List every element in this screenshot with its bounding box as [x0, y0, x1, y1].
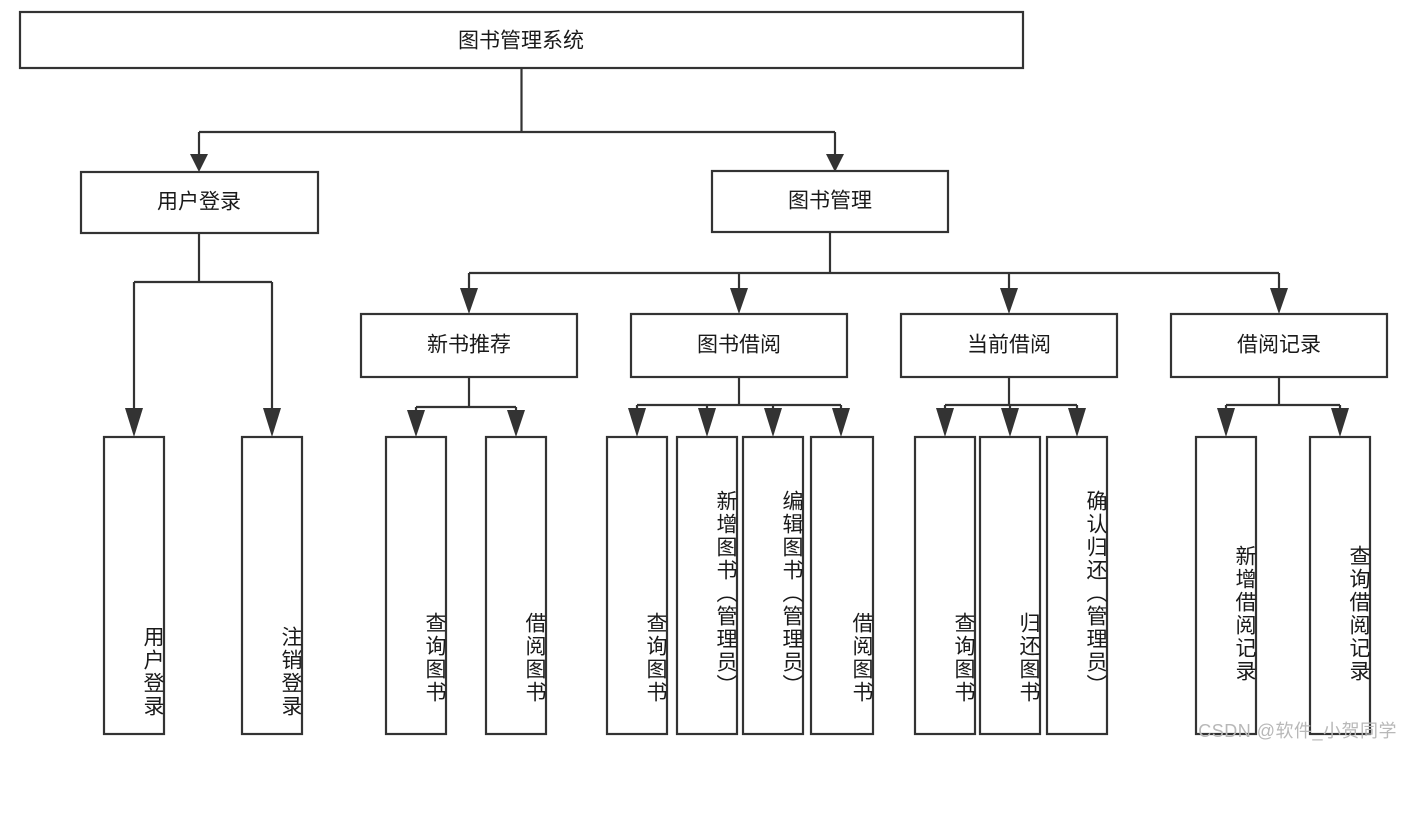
node-root-box[interactable] [18, 10, 1025, 70]
arrowhead-user-login-leaf [125, 408, 143, 437]
edges-group [125, 68, 1349, 437]
node-book-borrow[interactable]: 图书借阅 [629, 312, 849, 379]
leaf-box-borrow-borrow-book[interactable] [809, 435, 875, 736]
arrowhead-current-leaf-3 [1068, 408, 1086, 437]
leaf-box-current-return-book[interactable] [978, 435, 1042, 736]
csdn-watermark: CSDN @软件_小贺同学 [1198, 721, 1397, 741]
node-current-borrow-box[interactable] [899, 312, 1119, 379]
node-current-borrow[interactable]: 当前借阅 [899, 312, 1119, 379]
leaf-box-current-query-book[interactable] [913, 435, 977, 736]
flowchart-svg: 图书管理系统 用户登录 图书管理 新书推荐 图书借阅 当前借阅 借阅记录 [18, 10, 1389, 736]
arrowhead-borrow-leaf-3 [764, 408, 782, 437]
leaf-box-recommend-borrow-book[interactable] [484, 435, 548, 736]
node-book-borrow-label: 图书借阅 [697, 334, 781, 357]
arrowhead-bookmgmt [826, 154, 844, 172]
node-book-management-label: 图书管理 [788, 190, 872, 213]
node-borrow-record[interactable]: 借阅记录 [1169, 312, 1389, 379]
arrowhead-recommend-leaf-2 [507, 410, 525, 437]
leaf-box-record-add[interactable] [1194, 435, 1258, 736]
arrowhead-borrow-leaf-4 [832, 408, 850, 437]
node-current-borrow-label: 当前借阅 [967, 334, 1051, 357]
node-new-book-recommend-box[interactable] [359, 312, 579, 379]
arrowhead-current-leaf-1 [936, 408, 954, 437]
diagram-canvas: 图书管理系统 用户登录 图书管理 新书推荐 图书借阅 当前借阅 借阅记录 [18, 10, 1397, 741]
arrowhead-current-borrow [1000, 288, 1018, 314]
arrowhead-current-leaf-2 [1001, 408, 1019, 437]
leaf-box-recommend-query-book[interactable] [384, 435, 448, 736]
arrowhead-borrow-record [1270, 288, 1288, 314]
node-root[interactable]: 图书管理系统 [18, 10, 1025, 70]
leaf-box-current-confirm-return[interactable] [1045, 435, 1109, 736]
node-user-login-label: 用户登录 [157, 191, 241, 214]
arrowhead-userlogin [190, 154, 208, 172]
leaf-box-borrow-add-book[interactable] [675, 435, 739, 736]
arrowhead-record-leaf-2 [1331, 408, 1349, 437]
node-new-book-recommend[interactable]: 新书推荐 [359, 312, 579, 379]
leaf-box-record-query[interactable] [1308, 435, 1372, 736]
arrowhead-recommend-leaf-1 [407, 410, 425, 437]
node-user-login[interactable]: 用户登录 [79, 170, 320, 235]
node-borrow-record-box[interactable] [1169, 312, 1389, 379]
arrowhead-record-leaf-1 [1217, 408, 1235, 437]
node-new-book-recommend-label: 新书推荐 [427, 334, 511, 357]
node-book-borrow-box[interactable] [629, 312, 849, 379]
arrowhead-borrow-leaf-2 [698, 408, 716, 437]
arrowhead-new-book-recommend [460, 288, 478, 314]
arrowhead-book-borrow [730, 288, 748, 314]
node-root-label: 图书管理系统 [458, 30, 584, 53]
leaf-box-logout[interactable] [240, 435, 304, 736]
node-user-login-box[interactable] [79, 170, 320, 235]
arrowhead-logout-leaf [263, 408, 281, 437]
leaf-box-user-login[interactable] [102, 435, 166, 736]
arrowhead-borrow-leaf-1 [628, 408, 646, 437]
node-book-management-box[interactable] [710, 169, 950, 234]
node-book-management[interactable]: 图书管理 [710, 169, 950, 234]
leaf-box-borrow-edit-book[interactable] [741, 435, 805, 736]
leaf-box-borrow-query-book[interactable] [605, 435, 669, 736]
node-borrow-record-label: 借阅记录 [1237, 334, 1321, 357]
